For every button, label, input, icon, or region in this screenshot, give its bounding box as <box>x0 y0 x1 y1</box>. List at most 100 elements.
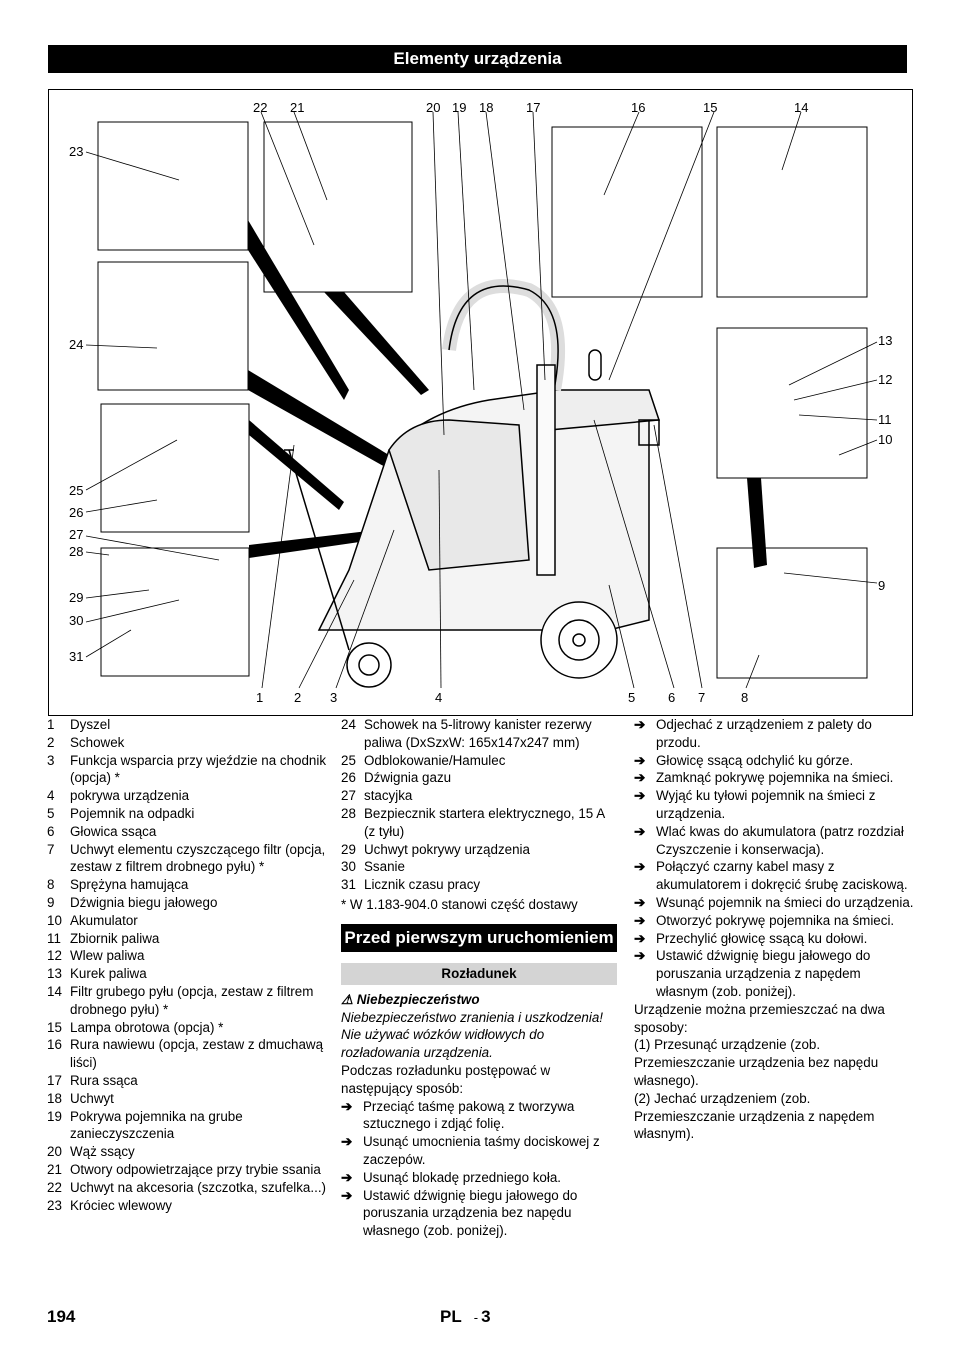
callout-2: 2 <box>294 690 301 705</box>
part-name: Akumulator <box>70 912 138 928</box>
closing-paragraph: Urządzenie można przemieszczać na dwa sp… <box>634 1001 885 1035</box>
part-name: Schowek na 5-litrowy kanister rezerwy pa… <box>364 717 592 750</box>
instruction-step: ➔ Wyjąć ku tyłowi pojemnik na śmieci z ur… <box>634 787 914 823</box>
callout-7: 7 <box>698 690 705 705</box>
part-name: Rura nawiewu (opcja, zestaw z dmuchawą l… <box>70 1037 324 1071</box>
step-text: Wsunąć pojemnik na śmieci do urządzenia. <box>656 894 914 910</box>
inset-blower-tube <box>551 126 703 298</box>
part-name: Wlew paliwa <box>70 948 145 964</box>
instruction-step: ➔ Zamknąć pokrywę pojemnika na śmieci. <box>634 769 914 787</box>
device-diagram: 22 21 20 19 18 17 16 15 14 23 24 25 26 2… <box>48 89 913 716</box>
step-text: Ustawić dźwignię biegu jałowego do porus… <box>363 1187 578 1239</box>
part-number: 19 <box>47 1108 62 1124</box>
warning-label: ⚠ Niebezpieczeństwo <box>341 991 480 1007</box>
step-text: Połączyć czarny kabel masy z akumulatore… <box>656 859 908 893</box>
step-text: Głowicę ssącą odchylić ku górze. <box>656 752 854 768</box>
callout-27: 27 <box>69 527 83 542</box>
instruction-step: ➔Połączyć czarny kabel masy z akumulator… <box>634 858 914 894</box>
part-number: 14 <box>47 983 62 999</box>
arrow-right-icon: ➔ <box>341 1098 353 1114</box>
part-name: stacyjka <box>364 788 413 804</box>
callout-29: 29 <box>69 590 83 605</box>
arrow-right-icon: ➔ <box>634 823 646 839</box>
delivery-note: * W 1.183-904.0 stanowi część dostawy <box>341 896 578 912</box>
inset-coarse-filter <box>716 126 868 298</box>
callout-8: 8 <box>741 690 748 705</box>
instruction-step: ➔ Usunąć blokadę przedniego koła. <box>341 1169 617 1187</box>
part-number: 10 <box>47 912 62 928</box>
parts-list-column-2: 24 Schowek na 5-litrowy kanister rezerwy … <box>341 716 617 1240</box>
arrow-right-icon: ➔ <box>634 912 646 928</box>
callout-19: 19 <box>452 100 466 115</box>
step-text: Odjechać z urządzeniem z palety do przod… <box>656 717 872 750</box>
callout-21: 21 <box>290 100 304 115</box>
callout-24: 24 <box>69 337 83 352</box>
arrow-right-icon: ➔ <box>341 1169 353 1185</box>
part-name: Wąż ssący <box>70 1144 135 1160</box>
instruction-step: ➔Wsunąć pojemnik na śmieci do urządzenia… <box>634 894 914 912</box>
part-name: Uchwyt na akcesoria (szczotka, szufelka.… <box>70 1179 326 1195</box>
part-number: 24 <box>341 717 356 732</box>
step-text: Otworzyć pokrywę pojemnika na śmieci. <box>656 912 895 928</box>
arrow-right-icon: ➔ <box>634 930 646 946</box>
instruction-step: ➔Ustawić dźwignię biegu jałowego do poru… <box>341 1187 617 1240</box>
inset-engine <box>716 327 868 479</box>
part-number: 13 <box>47 966 62 982</box>
part-name: Schowek <box>70 734 125 750</box>
part-item: 31 Licznik czasu pracy <box>341 876 617 894</box>
arrow-right-icon: ➔ <box>634 717 646 732</box>
instruction-step: ➔ Przeciąć taśmę pakową z tworzywa sztucz… <box>341 1098 617 1134</box>
arrow-right-icon: ➔ <box>634 788 646 804</box>
step-text: Zamknąć pokrywę pojemnika na śmieci. <box>656 770 894 786</box>
part-item: 18 Uchwyt <box>47 1090 337 1108</box>
part-name: Zbiornik paliwa <box>70 930 160 946</box>
callout-6: 6 <box>668 690 675 705</box>
step-text: Usunąć blokadę przedniego koła. <box>363 1169 562 1185</box>
unload-intro: Podczas rozładunku postępować w następuj… <box>341 1062 551 1096</box>
part-name: pokrywa urządzenia <box>70 788 190 804</box>
part-name: Rura ssąca <box>70 1072 138 1088</box>
part-number: 7 <box>47 841 55 857</box>
part-number: 16 <box>47 1037 62 1053</box>
part-number: 26 <box>341 770 356 786</box>
step-text: Przeciąć taśmę pakową z tworzywa sztuczn… <box>363 1098 575 1132</box>
part-name: Ssanie <box>364 859 405 875</box>
callout-12: 12 <box>878 372 892 387</box>
callout-5: 5 <box>628 690 635 705</box>
device-illustration: 22 21 20 19 18 17 16 15 14 23 24 25 26 2… <box>69 100 892 705</box>
callout-23: 23 <box>69 144 83 159</box>
part-number: 18 <box>47 1090 62 1106</box>
callout-13: 13 <box>878 333 892 348</box>
arrow-right-icon: ➔ <box>634 752 646 768</box>
part-name: Filtr grubego pyłu (opcja, zestaw z filt… <box>70 983 314 1017</box>
callout-14: 14 <box>794 100 808 115</box>
part-number: 30 <box>341 859 356 875</box>
part-name: Uchwyt <box>70 1090 114 1106</box>
part-number: 9 <box>47 894 55 910</box>
instruction-step: ➔Usunąć umocnienia taśmy dociskowej z za… <box>341 1133 617 1169</box>
step-text: Wyjąć ku tyłowi pojemnik na śmieci z urz… <box>656 788 876 821</box>
part-name: Licznik czasu pracy <box>364 877 481 893</box>
part-number: 29 <box>341 841 356 857</box>
part-number: 11 <box>47 930 61 946</box>
callout-30: 30 <box>69 613 83 628</box>
warning-text: Niebezpieczeństwo zranienia i uszkodzeni… <box>341 1009 604 1061</box>
part-number: 28 <box>341 805 356 821</box>
step-text: Usunąć umocnienia taśmy dociskowej z zac… <box>363 1134 600 1167</box>
instruction-step: ➔Ustawić dźwignię biegu jałowego do poru… <box>634 947 914 1000</box>
inset-brake-lever <box>100 403 250 533</box>
part-number: 25 <box>341 752 356 768</box>
part-number: 31 <box>341 877 356 893</box>
part-number: 17 <box>47 1072 62 1088</box>
arrow-right-icon: ➔ <box>634 770 646 786</box>
